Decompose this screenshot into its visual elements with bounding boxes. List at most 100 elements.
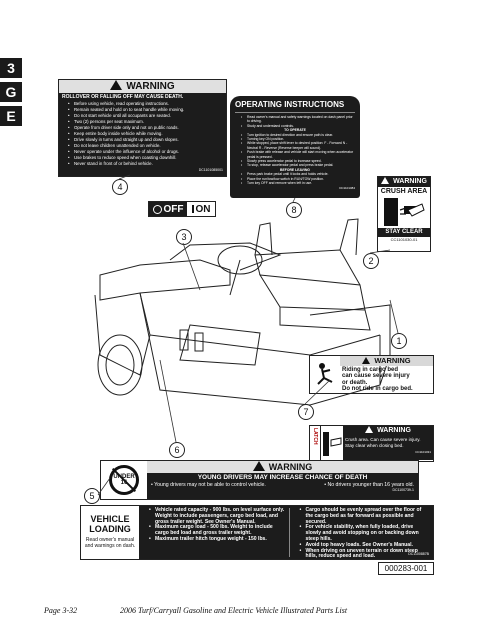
rollover-item: Do not start vehicle until all occupants… bbox=[68, 113, 223, 119]
rollover-warning-header: WARNING bbox=[59, 80, 226, 93]
young-driver-warning-title: WARNING bbox=[268, 462, 313, 472]
crush-area-label: WARNING CRUSH AREA STAY CLEAR CC1101030-… bbox=[377, 176, 431, 252]
rider-fall-icon bbox=[317, 363, 333, 385]
operating-steps: Turn ignition to desired direction and e… bbox=[235, 133, 355, 169]
switch-on-bar-icon bbox=[191, 205, 194, 213]
cargo-warning-line: Do not ride in cargo bed. bbox=[342, 385, 413, 392]
callout-8: 8 bbox=[286, 202, 302, 218]
callout-4: 4 bbox=[112, 179, 128, 195]
loading-item: Avoid top heavy loads. See Owner's Manua… bbox=[300, 542, 430, 549]
vehicle-loading-label: VEHICLE LOADING Read owner's manual and … bbox=[80, 505, 434, 560]
warning-triangle-icon bbox=[110, 80, 123, 90]
rollover-item: Use brakes to reduce speed when coasting… bbox=[68, 155, 223, 161]
switch-off-circle-icon bbox=[152, 204, 162, 214]
cargo-bed-warning-label: WARNING Riding in cargo bed can cause se… bbox=[309, 355, 434, 394]
operating-intro-item: Study and understand controls. bbox=[241, 124, 355, 129]
rollover-items: Before using vehicle, read operating ins… bbox=[62, 101, 223, 167]
operating-intro: Read owner's manual and safety warnings … bbox=[235, 115, 355, 129]
switch-off-label: OFF bbox=[163, 203, 184, 215]
rollover-item: Drive slowly in turns and straight up an… bbox=[68, 137, 223, 143]
young-driver-headline: YOUNG DRIVERS MAY INCREASE CHANCE OF DEA… bbox=[197, 474, 368, 481]
loading-title-2: LOADING bbox=[89, 524, 131, 534]
no-symbol-icon: UNDER 16 bbox=[109, 465, 139, 495]
crush-hand-small-icon bbox=[323, 432, 342, 456]
loading-item: Vehicle rated capacity - 900 lbs. on lev… bbox=[149, 507, 285, 525]
cargo-warning-line: Riding in cargo bed bbox=[342, 367, 399, 373]
operating-intro-item: Read owner's manual and safety warnings … bbox=[241, 115, 355, 124]
cargo-warning-text: Riding in cargo bed can cause severe inj… bbox=[340, 366, 433, 393]
cargo-warning-line: or death. bbox=[342, 379, 368, 386]
off-on-switch-decal: OFF ON bbox=[148, 201, 216, 217]
operating-step: While stopped, place shift lever to desi… bbox=[241, 141, 355, 150]
operating-leave-steps: Press park brake pedal until it locks an… bbox=[235, 172, 355, 186]
young-driver-warning-body: YOUNG DRIVERS MAY INCREASE CHANCE OF DEA… bbox=[147, 473, 418, 499]
operating-section-to-operate: TO OPERATE bbox=[284, 128, 306, 133]
bed-crush-warning-title: WARNING bbox=[377, 427, 411, 434]
rollover-item: Keep entire body inside vehicle while mo… bbox=[68, 131, 223, 137]
young-driver-left: • Young drivers may not be able to contr… bbox=[151, 482, 266, 488]
document-title: 2006 Turf/Carryall Gasoline and Electric… bbox=[120, 606, 348, 615]
operating-leave-step: Place the run/tow/tow switch in RUN/TOW … bbox=[241, 177, 355, 182]
rollover-code: DC1101085001 bbox=[198, 168, 223, 172]
cargo-warning-line: can cause severe injury bbox=[342, 373, 410, 380]
young-driver-right: • No drivers younger than 16 years old. bbox=[324, 482, 414, 488]
page-number: Page 3-32 bbox=[44, 606, 78, 615]
warning-triangle-icon bbox=[365, 426, 374, 433]
loading-item: For vehicle stability, when fully loaded… bbox=[300, 524, 430, 542]
callout-1: 1 bbox=[391, 333, 407, 349]
operating-step: Turning key ON position. bbox=[241, 137, 355, 142]
callout-5: 5 bbox=[84, 488, 100, 504]
loading-item: Maximum trailer hitch tongue weight - 15… bbox=[149, 536, 285, 543]
rollover-item: Before using vehicle, read operating ins… bbox=[68, 101, 223, 107]
rollover-item: Never operate under the influence of alc… bbox=[68, 149, 223, 155]
crush-area-header: WARNING bbox=[378, 177, 430, 187]
loading-title-1: VEHICLE bbox=[90, 514, 130, 524]
young-driver-code: DC1100739-1 bbox=[392, 488, 414, 492]
rollover-item: Do not leave children unattended on vehi… bbox=[68, 143, 223, 149]
rollover-item: Operate from driver side only and not on… bbox=[68, 125, 223, 131]
loading-item: When driving on uneven terrain or down s… bbox=[300, 548, 430, 561]
crush-hand-icon bbox=[384, 198, 425, 226]
crush-area-title: WARNING bbox=[393, 178, 427, 185]
operating-section-before-leaving: BEFORE LEAVING bbox=[280, 167, 310, 172]
rollover-warning-title: WARNING bbox=[126, 81, 175, 92]
operating-step: Slowly press accelerator pedal to increa… bbox=[241, 159, 355, 164]
operating-title: OPERATING INSTRUCTIONS bbox=[235, 100, 345, 109]
rollover-warning-body: ROLLOVER OR FALLING OFF MAY CAUSE DEATH.… bbox=[59, 93, 226, 176]
bed-crush-line: Stay clear when closing bed. bbox=[345, 443, 404, 448]
callout-7: 7 bbox=[298, 404, 314, 420]
operating-step: To stop, release accelerator pedal and p… bbox=[241, 163, 355, 168]
bed-crush-warning-text: Crush area. Can cause severe injury. Sta… bbox=[343, 436, 433, 460]
loading-item: Maximum cargo load - 500 lbs. Weight to … bbox=[149, 525, 285, 537]
cargo-warning-header: WARNING bbox=[340, 356, 433, 366]
loading-column-2: Cargo should be evenly spread over the f… bbox=[294, 507, 430, 561]
section-tab-g: G bbox=[0, 82, 22, 102]
operating-code: DC1101084 bbox=[339, 185, 355, 190]
crush-area-footer: STAY CLEAR bbox=[378, 228, 430, 237]
rollover-item: Remain seated and hold on to seat handle… bbox=[68, 107, 223, 113]
loading-item: Cargo should be evenly spread over the f… bbox=[300, 507, 430, 525]
loading-column-1: Vehicle rated capacity - 900 lbs. on lev… bbox=[143, 507, 289, 557]
switch-on-label: ON bbox=[195, 203, 211, 215]
bed-crush-warning-label: LATCH WARNING Crush area. Can cause seve… bbox=[309, 425, 434, 462]
rollover-item: Two (2) persons per seat maximum. bbox=[68, 119, 223, 125]
callout-6: 6 bbox=[169, 442, 185, 458]
loading-note: Read owner's manual and warnings on dash… bbox=[84, 537, 136, 549]
young-driver-warning-label: UNDER 16 WARNING YOUNG DRIVERS MAY INCRE… bbox=[100, 460, 419, 500]
crush-area-sub: CRUSH AREA bbox=[380, 188, 428, 195]
operating-leave-step: Turn key OFF and remove when left in use… bbox=[241, 181, 355, 186]
callout-3: 3 bbox=[176, 229, 192, 245]
operating-instructions-label: OPERATING INSTRUCTIONS Read owner's manu… bbox=[230, 96, 360, 198]
operating-step: Push brake with release and vehicle will… bbox=[241, 150, 355, 159]
warning-triangle-icon bbox=[362, 357, 371, 364]
crush-area-code: CC1101030-01 bbox=[390, 237, 418, 242]
rollover-headline: ROLLOVER OR FALLING OFF MAY CAUSE DEATH. bbox=[62, 94, 184, 100]
rollover-item: Never stand in front of or behind vehicl… bbox=[68, 161, 223, 167]
figure-id: 000283-001 bbox=[378, 562, 434, 575]
under-16-text: UNDER 16 bbox=[113, 474, 135, 486]
callout-2: 2 bbox=[363, 253, 379, 269]
cargo-warning-title: WARNING bbox=[374, 356, 411, 365]
section-tab-3: 3 bbox=[0, 58, 22, 78]
warning-triangle-icon bbox=[381, 177, 390, 184]
